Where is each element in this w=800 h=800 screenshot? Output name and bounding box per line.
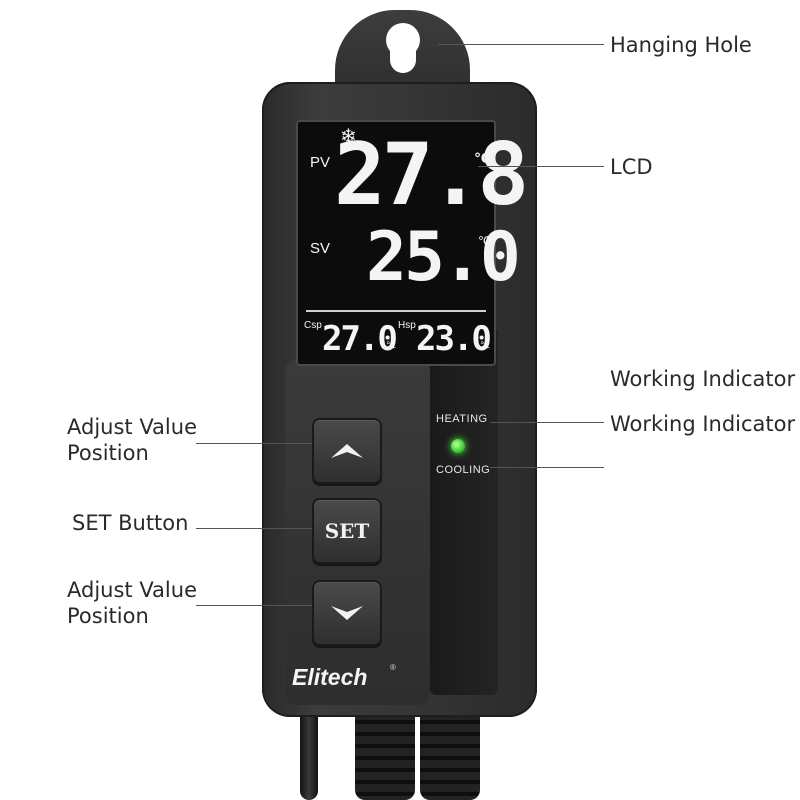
set-button-label: SET	[324, 519, 370, 543]
callout-adjust-down-line2: Position	[67, 604, 149, 629]
brand-logo: Elitech	[292, 664, 368, 690]
callout-working-indicator-1: Working Indicator	[610, 367, 796, 391]
up-button[interactable]	[312, 418, 382, 484]
lcd-leader	[478, 166, 604, 167]
heating-leader	[490, 422, 604, 423]
callout-set-button: SET Button	[72, 511, 189, 535]
csp-label: Csp	[304, 320, 322, 331]
lcd-divider	[306, 310, 486, 312]
lcd-display: ❄ PV 27.8 ℃ SV 25.0 ℃ Csp 27.0 ℃ Hsp 23.…	[296, 120, 529, 366]
callout-adjust-up: Adjust Value Position	[67, 414, 197, 467]
snowflake-icon: ❄	[340, 126, 357, 148]
sv-label: SV	[310, 240, 331, 257]
cooling-leader	[490, 467, 604, 468]
csp-unit: ℃	[386, 340, 397, 350]
hsp-value: 23.0	[416, 319, 492, 359]
power-cable	[300, 690, 318, 800]
callout-adjust-down: Adjust Value Position	[67, 577, 197, 630]
set-button-leader	[196, 528, 312, 529]
down-button-leader	[196, 605, 312, 606]
pv-label: PV	[310, 154, 331, 171]
hanging-hole-leader	[438, 44, 604, 45]
hsp-unit: ℃	[480, 340, 491, 350]
sv-value: 25.0	[366, 218, 521, 297]
callout-hanging-hole: Hanging Hole	[610, 33, 752, 57]
registered-mark: ®	[390, 663, 396, 672]
heating-label: HEATING	[436, 413, 488, 425]
csp-value: 27.0	[322, 319, 398, 359]
pv-value: 27.8	[334, 125, 529, 225]
up-button-leader	[196, 443, 312, 444]
working-indicator-led	[451, 439, 465, 453]
callout-adjust-down-line1: Adjust Value	[67, 578, 197, 602]
pv-unit: ℃	[474, 150, 491, 166]
chevron-down-icon	[331, 606, 363, 620]
indicator-rail	[430, 330, 498, 695]
down-button[interactable]	[312, 580, 382, 646]
set-button[interactable]: SET	[312, 498, 382, 564]
callout-adjust-up-line1: Adjust Value	[67, 415, 197, 439]
cooling-label: COOLING	[436, 464, 491, 476]
hanging-hole	[386, 23, 420, 73]
chevron-up-icon	[331, 444, 363, 458]
callout-adjust-up-line2: Position	[67, 441, 149, 466]
callout-working-indicator-2: Working Indicator	[610, 412, 796, 436]
callout-lcd: LCD	[610, 155, 653, 179]
sv-unit: ℃	[478, 234, 492, 248]
hsp-label: Hsp	[398, 320, 416, 331]
